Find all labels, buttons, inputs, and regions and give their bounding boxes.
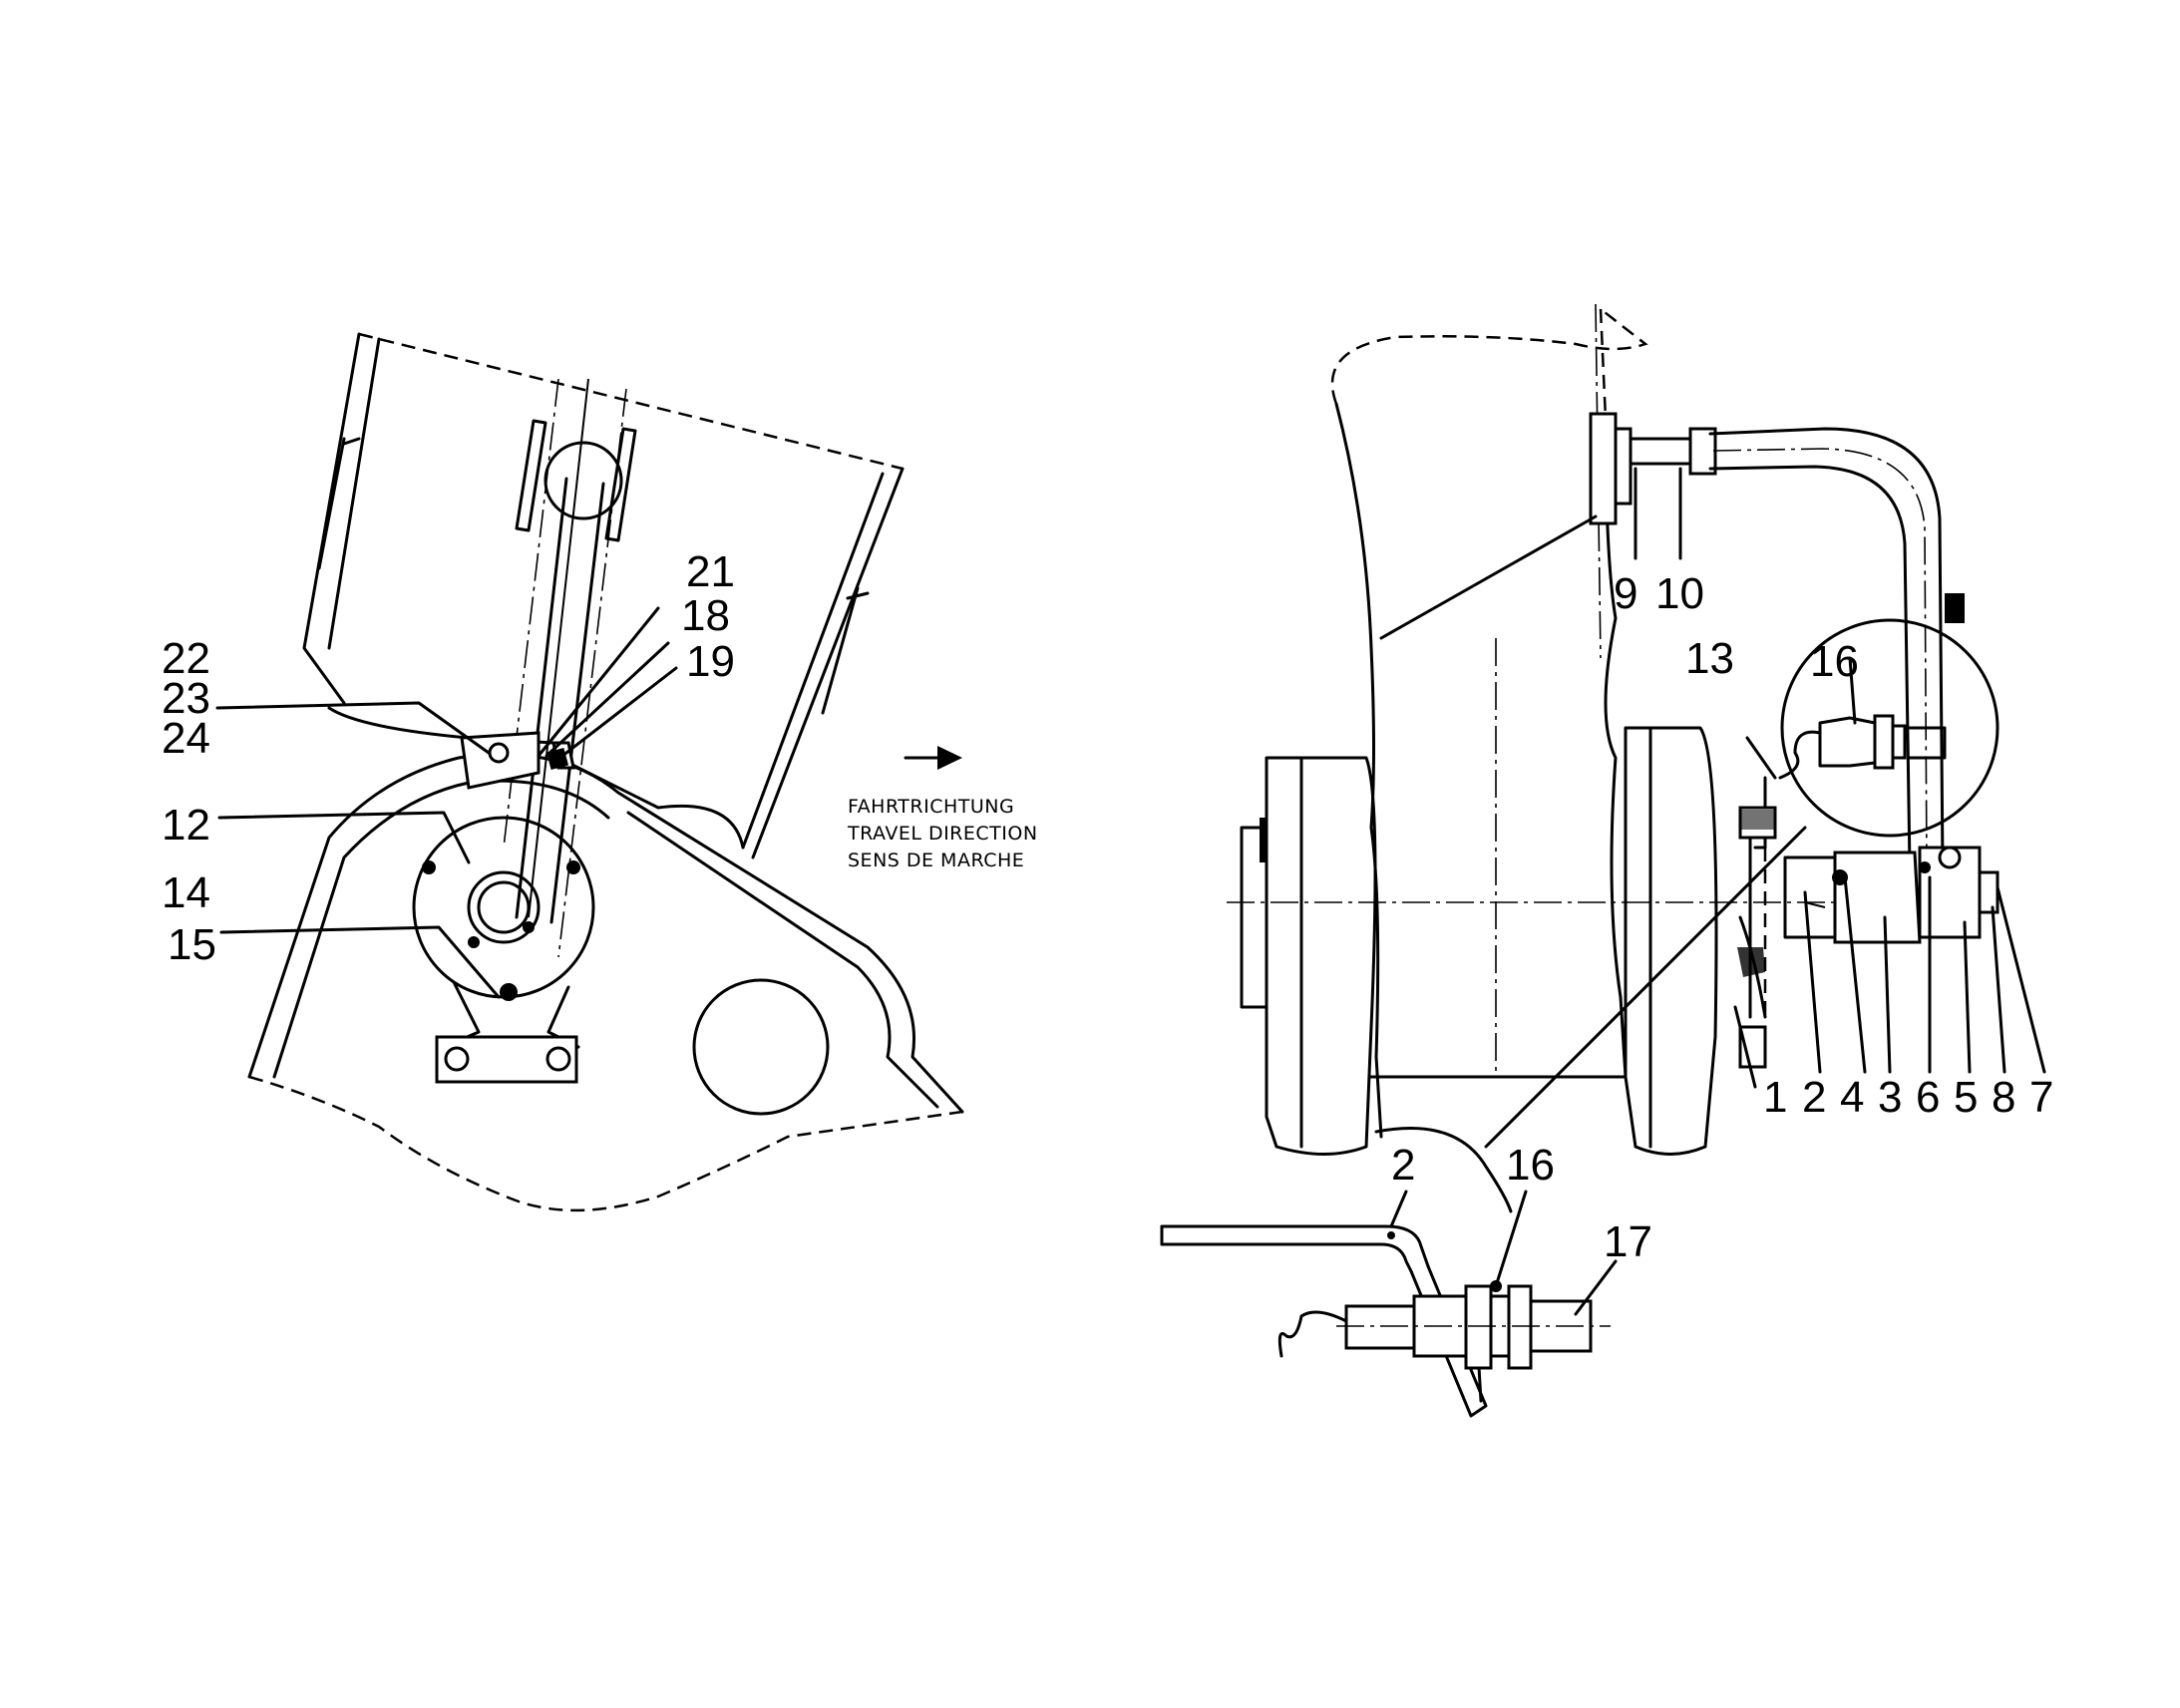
detail-view-labels: 2 16 17 <box>1391 1141 1652 1266</box>
label-18: 18 <box>681 591 730 640</box>
travel-direction-note: FAHRTRICHTUNG TRAVEL DIRECTION SENS DE M… <box>847 746 1038 871</box>
left-view-labels: 21 18 19 22 23 24 12 14 15 <box>162 547 735 969</box>
label-15: 15 <box>168 920 216 969</box>
left-assembly-view <box>215 332 964 1212</box>
label-1: 1 <box>1763 1073 1787 1122</box>
label-6: 6 <box>1916 1073 1940 1122</box>
arrow-right-icon <box>904 746 962 770</box>
label-13: 13 <box>1685 634 1734 683</box>
label-7: 7 <box>2029 1073 2053 1122</box>
detail-label-2: 2 <box>1391 1141 1415 1190</box>
label-10: 10 <box>1655 569 1704 618</box>
right-assembly-view <box>1227 303 2046 1156</box>
label-4: 4 <box>1840 1073 1864 1122</box>
label-9: 9 <box>1614 569 1637 618</box>
label-23: 23 <box>162 674 210 723</box>
label-21: 21 <box>686 547 735 596</box>
sensor-detail-view <box>1160 1127 1618 1418</box>
label-24: 24 <box>162 714 210 763</box>
label-12: 12 <box>162 801 210 850</box>
label-8: 8 <box>1992 1073 2015 1122</box>
direction-label-fr: SENS DE MARCHE <box>848 850 1024 871</box>
detail-label-17: 17 <box>1604 1217 1652 1266</box>
label-19: 19 <box>686 637 735 686</box>
label-2: 2 <box>1802 1073 1826 1122</box>
label-22: 22 <box>162 634 210 683</box>
label-5: 5 <box>1954 1073 1978 1122</box>
right-view-labels: 9 10 13 16 1 2 4 3 6 5 8 7 <box>1614 569 2053 1122</box>
detail-label-16: 16 <box>1506 1141 1555 1190</box>
direction-label-de: FAHRTRICHTUNG <box>848 796 1014 818</box>
direction-label-en: TRAVEL DIRECTION <box>847 823 1038 845</box>
label-16-top: 16 <box>1810 637 1859 686</box>
label-3: 3 <box>1878 1073 1902 1122</box>
label-14: 14 <box>162 868 210 917</box>
